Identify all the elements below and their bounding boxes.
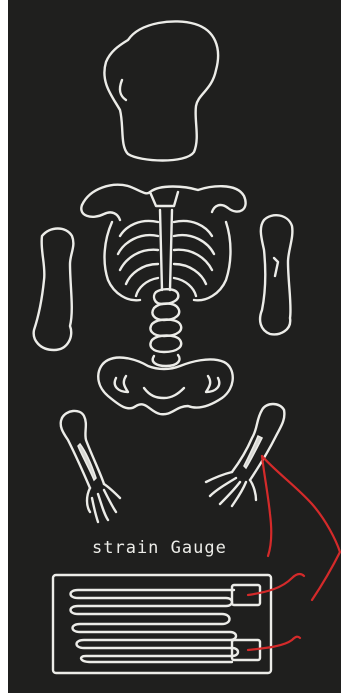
forearm-hand-left [61,411,120,522]
forearm-hand-right [206,404,284,506]
gauge-terminal-top [232,585,260,605]
sensor-wires [248,456,340,650]
humerus-left [34,229,74,351]
humerus-right [260,215,292,334]
strain-gauge-caption: strain Gauge [92,538,252,558]
skull [104,21,218,160]
gauge-grid [71,590,239,662]
strain-gauge-sensor [53,575,271,673]
spine [151,289,182,366]
ribcage [81,185,245,300]
